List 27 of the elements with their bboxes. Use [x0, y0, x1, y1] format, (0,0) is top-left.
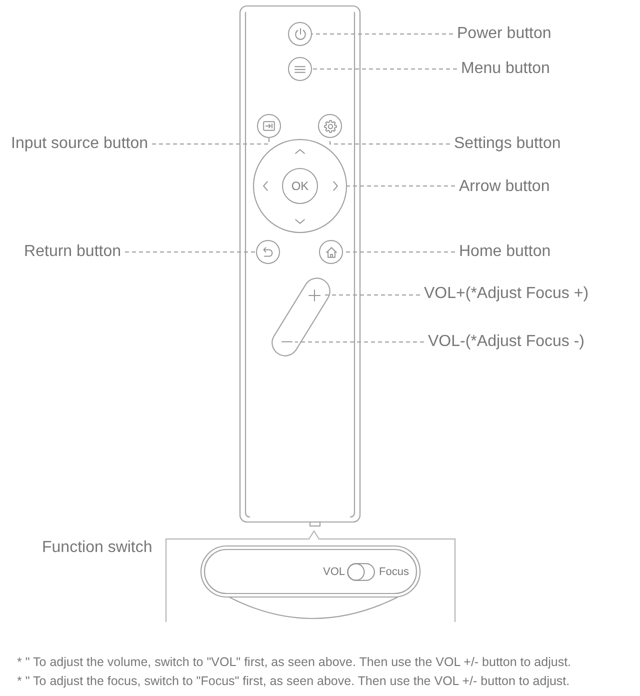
- leader-line: [322, 294, 420, 296]
- part-label: VOL+(*Adjust Focus +): [424, 285, 589, 303]
- part-label: Return button: [24, 243, 121, 261]
- part-label: VOL-(*Adjust Focus -): [428, 333, 584, 351]
- part-label: Arrow button: [459, 178, 550, 196]
- return-button: [256, 240, 280, 264]
- leader-line: [152, 138, 270, 144]
- input-source-button: [257, 114, 281, 138]
- part-label: Settings button: [454, 135, 561, 153]
- footnote: * " To adjust the focus, switch to "Focus" first, as seen above. Then use the VOL +/- button to adjust.: [17, 674, 570, 688]
- part-label: Input source button: [11, 135, 148, 153]
- part-label: Power button: [457, 25, 552, 43]
- part-label: Menu button: [461, 60, 550, 78]
- ok-button: OK: [282, 168, 318, 204]
- part-label: Function switch: [42, 538, 152, 556]
- home-button: [319, 240, 343, 264]
- minus-icon: [282, 341, 292, 343]
- footnote: * " To adjust the volume, switch to "VOL" first, as seen above. Then use the VOL +/- button to adjust.: [17, 654, 572, 670]
- power-button: [288, 22, 312, 46]
- leader-line: [312, 68, 458, 70]
- switch-position-label: Focus: [379, 566, 409, 578]
- direction-pad: [253, 139, 347, 233]
- settings-button: [318, 114, 342, 138]
- switch-position-label: VOL: [322, 566, 345, 578]
- menu-button: [288, 57, 312, 81]
- plus-icon: [308, 290, 320, 300]
- part-label: Home button: [459, 243, 551, 261]
